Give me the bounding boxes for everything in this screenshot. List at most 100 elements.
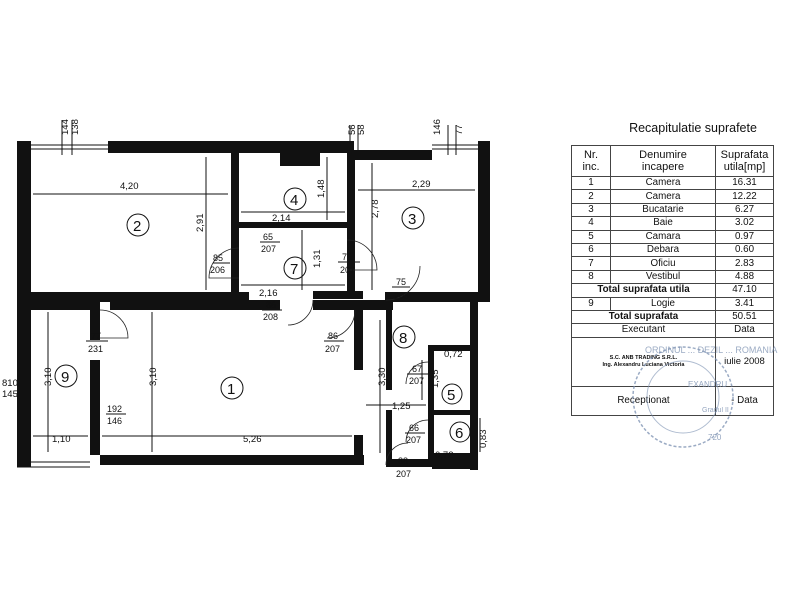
executant-data: Data	[715, 323, 774, 338]
dim-label: 4,20	[120, 181, 139, 192]
row-area: 2.83	[715, 256, 774, 271]
executant-details: S.C. ANB TRADING S.R.L. Ing. Alexandru L…	[571, 336, 716, 387]
top-ticks	[61, 120, 457, 155]
door-labels: 85 206 65 207 76 207 75 205 86 208 77 23…	[86, 232, 428, 479]
door-width: 77	[91, 331, 101, 341]
walls	[17, 141, 490, 470]
row-nr: 8	[571, 269, 611, 285]
room-number: 1	[227, 381, 235, 398]
executant-row: Executant Data	[571, 323, 774, 338]
executant-signature-row: S.C. ANB TRADING S.R.L. Ing. Alexandru L…	[571, 336, 774, 387]
windows	[17, 144, 478, 468]
row-name: Camera	[610, 175, 716, 191]
room-number: 6	[455, 425, 463, 442]
row-area: 12.22	[715, 189, 774, 204]
door-height: 146	[107, 416, 122, 426]
table-header-row: Nr. inc. Denumire incapere Suprafata uti…	[571, 145, 774, 177]
door-height: 231	[88, 344, 103, 354]
dim-label: 2,29	[412, 179, 431, 190]
top-mark-label: 58	[356, 124, 367, 135]
receptionat-row: Receptionat - Data	[571, 385, 774, 416]
dim-label: 2,78	[370, 200, 381, 219]
room-number: 7	[290, 261, 298, 278]
room-number: 5	[447, 387, 455, 404]
door-arcs	[99, 239, 429, 466]
top-mark-label: 144	[60, 119, 71, 135]
left-mark-label: 145	[2, 389, 18, 400]
top-mark-label: 56	[347, 124, 358, 135]
receptionat-label: Receptionat	[571, 385, 716, 416]
row-nr: 2	[571, 189, 611, 204]
row-name: Logie	[610, 296, 716, 311]
row-name: Debara	[610, 242, 716, 258]
door-width: 86	[328, 331, 338, 341]
row-nr: 9	[571, 296, 611, 311]
row-area: 3.41	[715, 296, 774, 311]
dim-label: 1,10	[52, 434, 71, 445]
row-area: 3.02	[715, 216, 774, 231]
receptionat-data: - Data	[715, 385, 774, 416]
door-width: 75	[396, 277, 406, 287]
total-label: Total suprafata	[571, 309, 716, 325]
top-mark-label: 146	[432, 119, 443, 135]
table-title: Recapitulatie suprafete	[629, 121, 757, 135]
dim-label: 1,25	[392, 401, 411, 412]
dim-label: 3,10	[43, 368, 54, 387]
row-name: Baie	[610, 216, 716, 231]
door-width: 85	[213, 253, 223, 263]
room-number: 4	[290, 192, 298, 209]
dim-label: 5,26	[243, 434, 262, 445]
dim-label: 2,16	[259, 288, 278, 299]
header-name: Denumire incapere	[610, 145, 716, 177]
row-area: 16.31	[715, 175, 774, 191]
room-number: 3	[408, 211, 416, 228]
door-height: 207	[261, 244, 276, 254]
dim-label: 3,10	[148, 368, 159, 387]
executant-date: iulie 2008	[715, 336, 774, 387]
dim-label: 3,30	[377, 368, 388, 387]
total-util-value: 47.10	[715, 283, 774, 298]
dimension-lines	[33, 157, 481, 453]
header-area: Suprafata utila[mp]	[715, 145, 774, 177]
top-mark-label: 77	[454, 124, 465, 135]
row-area: 6.27	[715, 202, 774, 218]
row-nr: 6	[571, 242, 611, 258]
top-mark-labels: 144 1 3 8 56 58 146 77 810 145	[2, 119, 465, 400]
row-nr: 1	[571, 175, 611, 191]
row-nr: 3	[571, 202, 611, 218]
door-width: 86	[266, 300, 276, 310]
floor-plan: 144 138 56 58 146 77 810 145 4,20 2,91 1…	[2, 119, 490, 479]
door-height: 207	[396, 469, 411, 479]
dimension-labels: 4,20 2,91 1,48 2,14 2,29 2,78 1,31 2,16 …	[43, 179, 489, 461]
stamp-number: 720	[708, 433, 722, 442]
dim-label: 1,48	[316, 180, 327, 199]
total-util-row: Total suprafata utila 47.10	[571, 283, 774, 298]
header-nr: Nr. inc.	[571, 145, 611, 177]
room-number: 2	[133, 218, 141, 235]
door-width: 192	[107, 404, 122, 414]
dim-label: 0,83	[478, 430, 489, 449]
door-height: 207	[325, 344, 340, 354]
total-value: 50.51	[715, 309, 774, 325]
door-height: 208	[263, 312, 278, 322]
executant-label: Executant	[571, 323, 716, 338]
row-area: 4.88	[715, 269, 774, 285]
engineer-name: Ing. Alexandru Luciana Victoria	[602, 361, 685, 368]
door-height: 207	[406, 435, 421, 445]
door-width: 65	[263, 232, 273, 242]
row-name: Camera	[610, 189, 716, 204]
left-mark-label: 810	[2, 378, 18, 389]
door-width: 67	[412, 364, 422, 374]
door-height: 206	[210, 265, 225, 275]
room-number: 8	[399, 330, 407, 347]
total-util-label: Total suprafata utila	[571, 283, 716, 298]
dim-label: 0,72	[444, 349, 463, 360]
